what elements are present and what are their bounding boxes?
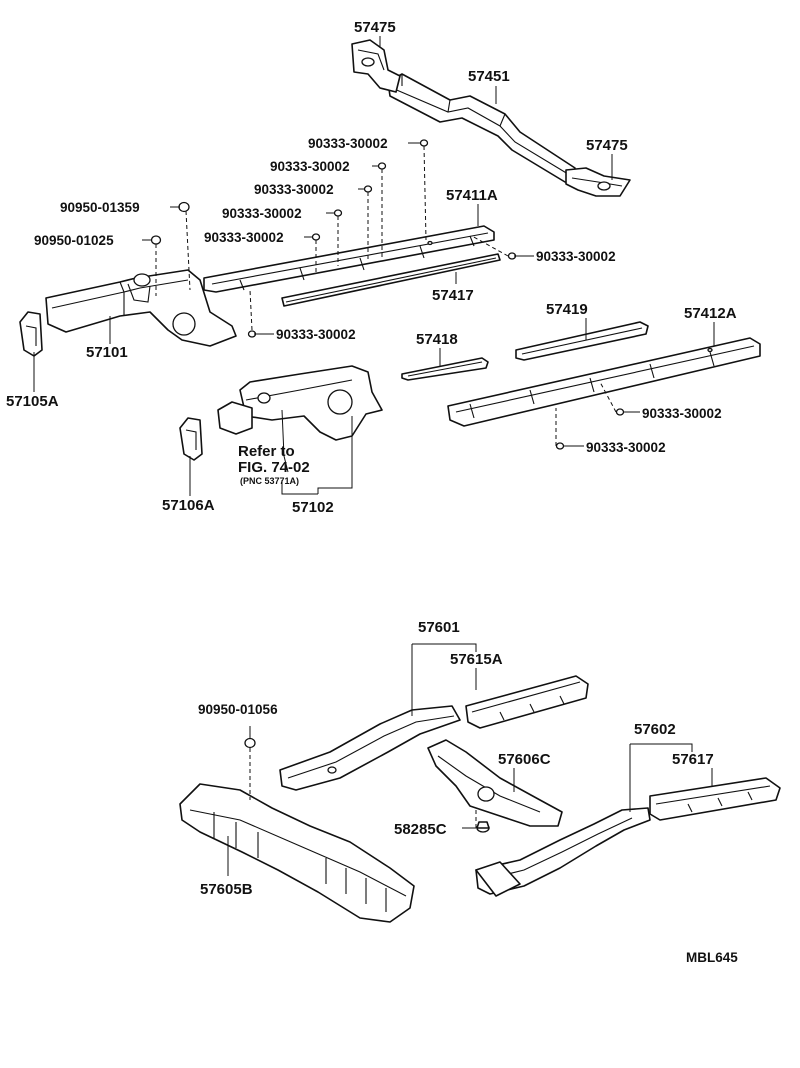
label-57615a: 57615A: [450, 651, 503, 668]
part-57475-bracket-right: [565, 167, 631, 197]
part-58285c-plug: [476, 821, 490, 833]
label-90950-01025: 90950-01025: [34, 233, 114, 248]
label-57101: 57101: [86, 344, 128, 361]
assembly-lines: [155, 145, 617, 828]
label-90333-a: 90333-30002: [308, 136, 388, 151]
label-57417: 57417: [432, 287, 474, 304]
label-57606c: 57606C: [498, 751, 551, 768]
label-57418: 57418: [416, 331, 458, 348]
label-90333-i: 90333-30002: [586, 440, 666, 455]
part-57106a-bracket: [179, 417, 203, 461]
label-57102: 57102: [292, 499, 334, 516]
label-90950-01056: 90950-01056: [198, 702, 278, 717]
label-90333-b: 90333-30002: [270, 159, 350, 174]
label-57617: 57617: [672, 751, 714, 768]
label-57601: 57601: [418, 619, 460, 636]
label-57105a: 57105A: [6, 393, 59, 410]
part-57615a-extension: [465, 675, 589, 729]
part-57417-strip: [281, 253, 501, 307]
part-57411a-rail: [203, 225, 495, 293]
part-57475-bracket-top: [351, 39, 401, 93]
illustration-code: MBL645: [686, 950, 738, 965]
part-57605b-crossmember: [179, 783, 415, 923]
label-90333-d: 90333-30002: [222, 206, 302, 221]
label-90333-c: 90333-30002: [254, 182, 334, 197]
label-57605b: 57605B: [200, 881, 253, 898]
refer-to-text: Refer to: [238, 443, 295, 460]
part-57102-tip: [217, 401, 253, 435]
part-57101-front-rail: [45, 269, 237, 347]
label-90333-e: 90333-30002: [204, 230, 284, 245]
refer-pnc-text: (PNC 53771A): [240, 476, 299, 486]
part-57602-rear-rail: [475, 807, 651, 897]
label-57475-top: 57475: [354, 19, 396, 36]
part-57606c-crossmember: [427, 739, 563, 827]
part-57617-extension: [649, 777, 781, 821]
label-57451: 57451: [468, 68, 510, 85]
part-57419-strip: [515, 321, 649, 361]
leader-lines: [33, 36, 715, 876]
label-58285c: 58285C: [394, 821, 447, 838]
label-57412a: 57412A: [684, 305, 737, 322]
label-57602: 57602: [634, 721, 676, 738]
part-57105a-bracket: [19, 311, 43, 357]
part-57412a-rail: [447, 337, 761, 427]
label-57475-right: 57475: [586, 137, 628, 154]
refer-figure-text: FIG. 74-02: [238, 459, 310, 476]
part-57102-front-rail: [239, 365, 383, 441]
label-90333-f: 90333-30002: [536, 249, 616, 264]
label-90333-h: 90333-30002: [642, 406, 722, 421]
label-90950-01359: 90950-01359: [60, 200, 140, 215]
label-57411a: 57411A: [446, 187, 498, 204]
label-57419: 57419: [546, 301, 588, 318]
part-57601-rear-rail: [279, 705, 461, 791]
label-57106a: 57106A: [162, 497, 215, 514]
part-57418-strip: [401, 357, 489, 381]
label-90333-g: 90333-30002: [276, 327, 356, 342]
part-57451-crossmember: [387, 73, 576, 183]
